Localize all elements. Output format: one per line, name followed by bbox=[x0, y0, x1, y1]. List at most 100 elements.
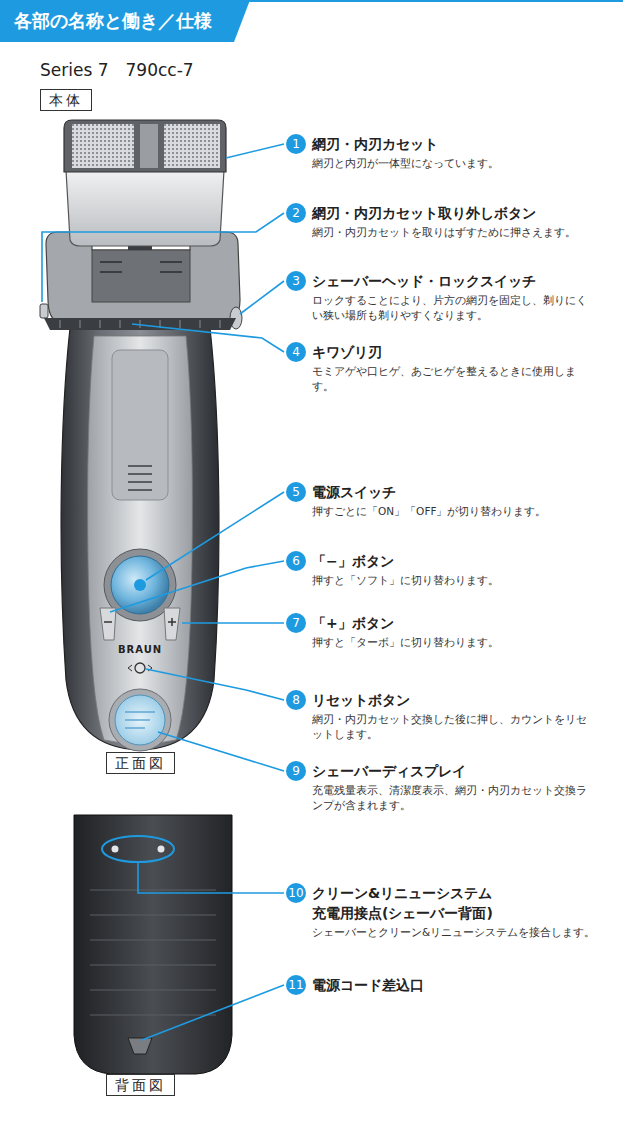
callout-number: 4 bbox=[286, 342, 306, 362]
callout-number: 11 bbox=[286, 975, 306, 995]
part-description: 押すと「ターボ」に切り替わります。 bbox=[312, 635, 596, 650]
illustration-part bbox=[90, 889, 216, 890]
callout-number: 2 bbox=[286, 203, 306, 223]
illustration-part bbox=[90, 939, 216, 940]
plus-mark bbox=[168, 618, 176, 626]
trimmer-comb bbox=[44, 318, 236, 330]
illustration-part bbox=[160, 271, 182, 273]
callout-number: 10 bbox=[286, 883, 306, 903]
plus-button bbox=[164, 608, 180, 640]
contact-right bbox=[158, 846, 165, 853]
part-description: 充電残量表示、清潔度表示、網刃・内刃カセット交換ランプが含まれます。 bbox=[312, 783, 596, 812]
part-description: 網刃と内刃が一体型になっています。 bbox=[312, 156, 596, 171]
illustration-part bbox=[128, 465, 152, 467]
silver-panel bbox=[88, 336, 193, 744]
minus-mark bbox=[104, 621, 112, 623]
contact-left bbox=[112, 846, 119, 853]
callout: 7「+」ボタン押すと「ターボ」に切り替わります。 bbox=[286, 613, 616, 650]
leader-lines bbox=[42, 144, 284, 1040]
illustration-part bbox=[90, 964, 216, 965]
callout: 11 電源コード差込口 bbox=[286, 975, 616, 995]
illustration-part bbox=[125, 711, 155, 713]
box-label: 本体 bbox=[49, 92, 83, 108]
minus-button bbox=[100, 608, 116, 640]
part-description: 網刃・内刃カセットを取りはずすために押さえます。 bbox=[312, 225, 596, 240]
callout: 3 シェーバーヘッド・ロックスイッチロックすることにより、片方の網刃を固定し、剃り… bbox=[286, 271, 616, 322]
callout: 2 網刃・内刃カセット取り外しボタン網刃・内刃カセットを取りはずすために押さえます… bbox=[286, 203, 616, 240]
illustration-part bbox=[100, 320, 101, 328]
label-box: 本体 bbox=[40, 89, 92, 111]
foil-right bbox=[164, 124, 220, 168]
part-name: 網刃・内刃カセット取り外しボタン bbox=[312, 203, 616, 223]
illustration-part bbox=[90, 1014, 216, 1015]
callout: 8 リセットボタン網刃・内刃カセット交換した後に押し、カウントをリセットします。 bbox=[286, 690, 616, 741]
callout-number: 3 bbox=[286, 271, 306, 291]
illustration-part bbox=[180, 320, 181, 328]
foil-middle bbox=[140, 124, 158, 168]
illustration-part bbox=[142, 985, 284, 1040]
callout: 5 電源スイッチ押すごとに「ON」「OFF」が切り替わります。 bbox=[286, 482, 616, 519]
part-description: 押すと「ソフト」に切り替わります。 bbox=[312, 573, 596, 588]
callout: 6「−」ボタン押すと「ソフト」に切り替わります。 bbox=[286, 551, 616, 588]
part-name: 「+」ボタン bbox=[312, 613, 616, 633]
illustration-part bbox=[80, 320, 81, 328]
callout-number: 5 bbox=[286, 482, 306, 502]
illustration-part bbox=[128, 489, 152, 491]
illustration-part bbox=[146, 492, 284, 580]
illustration-part bbox=[125, 719, 150, 721]
illustration-part bbox=[42, 213, 284, 302]
illustration-part bbox=[90, 914, 216, 915]
shaver-display bbox=[115, 695, 165, 745]
illustration-part bbox=[60, 320, 61, 328]
part-description: モミアゲや口ヒゲ、あごヒゲを整えるときに使用します。 bbox=[312, 364, 596, 393]
callout-number: 6 bbox=[286, 551, 306, 571]
illustration-part bbox=[100, 271, 122, 273]
page-title: 各部の名称と働き／仕様 bbox=[14, 9, 212, 33]
cassette-top bbox=[64, 120, 226, 172]
display-ring bbox=[109, 689, 171, 751]
label-box: 背面図 bbox=[106, 1074, 175, 1096]
illustration-part bbox=[171, 618, 173, 626]
model-name: Series 7 790cc-7 bbox=[40, 60, 280, 80]
illustration-part bbox=[146, 669, 284, 700]
illustration-part bbox=[100, 261, 122, 263]
part-description: 押すごとに「ON」「OFF」が切り替わります。 bbox=[312, 504, 596, 519]
cord-port bbox=[128, 1038, 152, 1054]
illustration-part bbox=[182, 622, 284, 624]
callout: 1網刃・内刃カセット網刃と内刃が一体型になっています。 bbox=[286, 134, 616, 171]
illustration-part bbox=[90, 989, 216, 990]
part-name: リセットボタン bbox=[312, 690, 616, 710]
shaver-body bbox=[61, 328, 219, 750]
slider-ridges bbox=[128, 466, 152, 490]
illustration-part bbox=[128, 473, 152, 475]
part-name: 電源コード差込口 bbox=[312, 975, 616, 995]
part-name: 電源スイッチ bbox=[312, 482, 616, 502]
box-label: 正面図 bbox=[115, 755, 166, 771]
callout: 9シェーバーディスプレイ充電残量表示、清潔度表示、網刃・内刃カセット交換ランプが… bbox=[286, 761, 616, 812]
cassette-frame bbox=[66, 170, 224, 246]
illustration-part bbox=[120, 320, 121, 328]
part-description: 網刃・内刃カセット交換した後に押し、カウントをリセットします。 bbox=[312, 712, 596, 741]
box-label: 背面図 bbox=[115, 1077, 166, 1093]
header-band bbox=[0, 0, 250, 42]
foil-left bbox=[72, 124, 134, 168]
header-rule bbox=[0, 0, 623, 2]
contact-ring bbox=[102, 836, 174, 862]
illustration-part bbox=[220, 320, 221, 328]
illustration-part bbox=[132, 324, 284, 352]
part-description: ロックすることにより、片方の網刃を固定し、剃りにくい狭い場所も剃りやすくなります… bbox=[312, 293, 596, 322]
part-name: シェーバーヘッド・ロックスイッチ bbox=[312, 271, 616, 291]
callout: 4キワゾリ刃モミアゲや口ヒゲ、あごヒゲを整えるときに使用します。 bbox=[286, 342, 616, 393]
callout: 10クリーン&リニューシステム 充電用接点(シェーバー背面)シェーバーとクリーン… bbox=[286, 883, 616, 940]
part-description: シェーバーとクリーン&リニューシステムを接合します。 bbox=[312, 925, 596, 940]
part-name: 網刃・内刃カセット bbox=[312, 134, 616, 154]
callout-number: 8 bbox=[286, 690, 306, 710]
release-button bbox=[40, 304, 48, 318]
trimmer-slider bbox=[112, 350, 168, 500]
head-springs bbox=[100, 262, 182, 272]
reset-button bbox=[135, 663, 145, 673]
power-button bbox=[111, 556, 169, 614]
illustration-part bbox=[226, 144, 284, 158]
